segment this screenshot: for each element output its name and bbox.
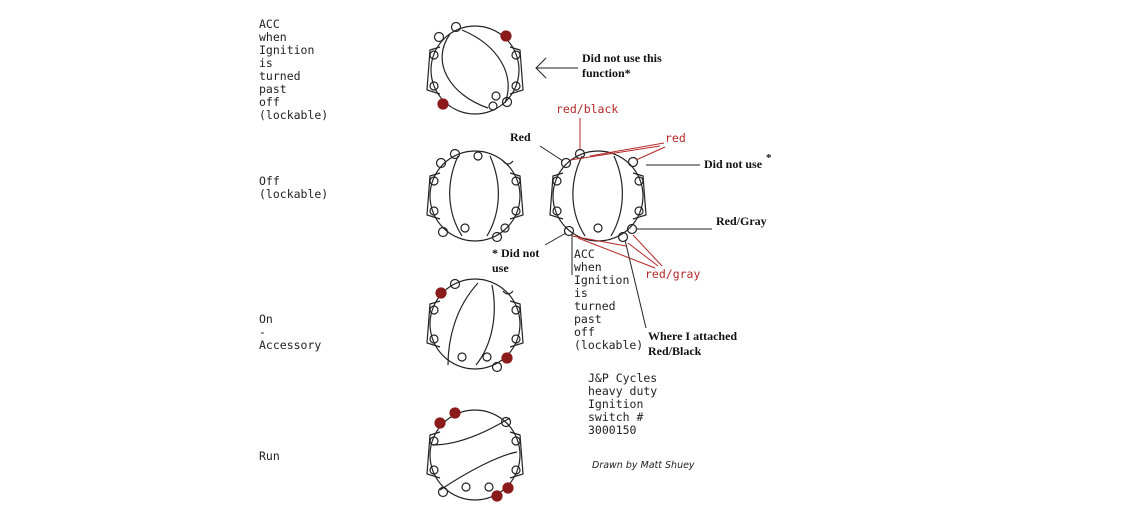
leader-lines <box>535 57 712 329</box>
note-where-attached: Where I attached Red/Black <box>648 329 738 358</box>
note-did-not-use-right: Did not use <box>704 157 763 171</box>
label-red-black-wire: red/black <box>556 102 619 116</box>
label-run-position: Run <box>259 449 280 463</box>
label-acc-detail: ACC when Ignition is turned past off (lo… <box>574 247 644 352</box>
label-off-position: Off (lockable) <box>259 174 329 201</box>
wire-lines <box>569 118 666 269</box>
label-red-gray-bold: Red/Gray <box>716 214 767 228</box>
note-did-not-use-left: * Did not use <box>492 246 540 275</box>
label-red-left: Red <box>510 130 531 144</box>
product-description: J&P Cycles heavy duty Ignition switch # … <box>588 371 658 437</box>
label-on-position: On - Accessory <box>259 312 322 352</box>
switch-detail <box>549 148 647 243</box>
switch-run <box>426 407 524 502</box>
author-credit: Drawn by Matt Shuey <box>592 460 695 471</box>
switch-acc <box>426 21 524 115</box>
switch-off <box>426 148 524 243</box>
label-acc-position: ACC when Ignition is turned past off (lo… <box>259 17 329 122</box>
label-red-wire: red <box>665 131 686 145</box>
switch-on <box>426 278 524 373</box>
asterisk-mark: * <box>766 152 772 164</box>
label-red-gray-wire: red/gray <box>645 267 701 281</box>
note-did-not-use-function: Did not use this function* <box>582 51 662 80</box>
